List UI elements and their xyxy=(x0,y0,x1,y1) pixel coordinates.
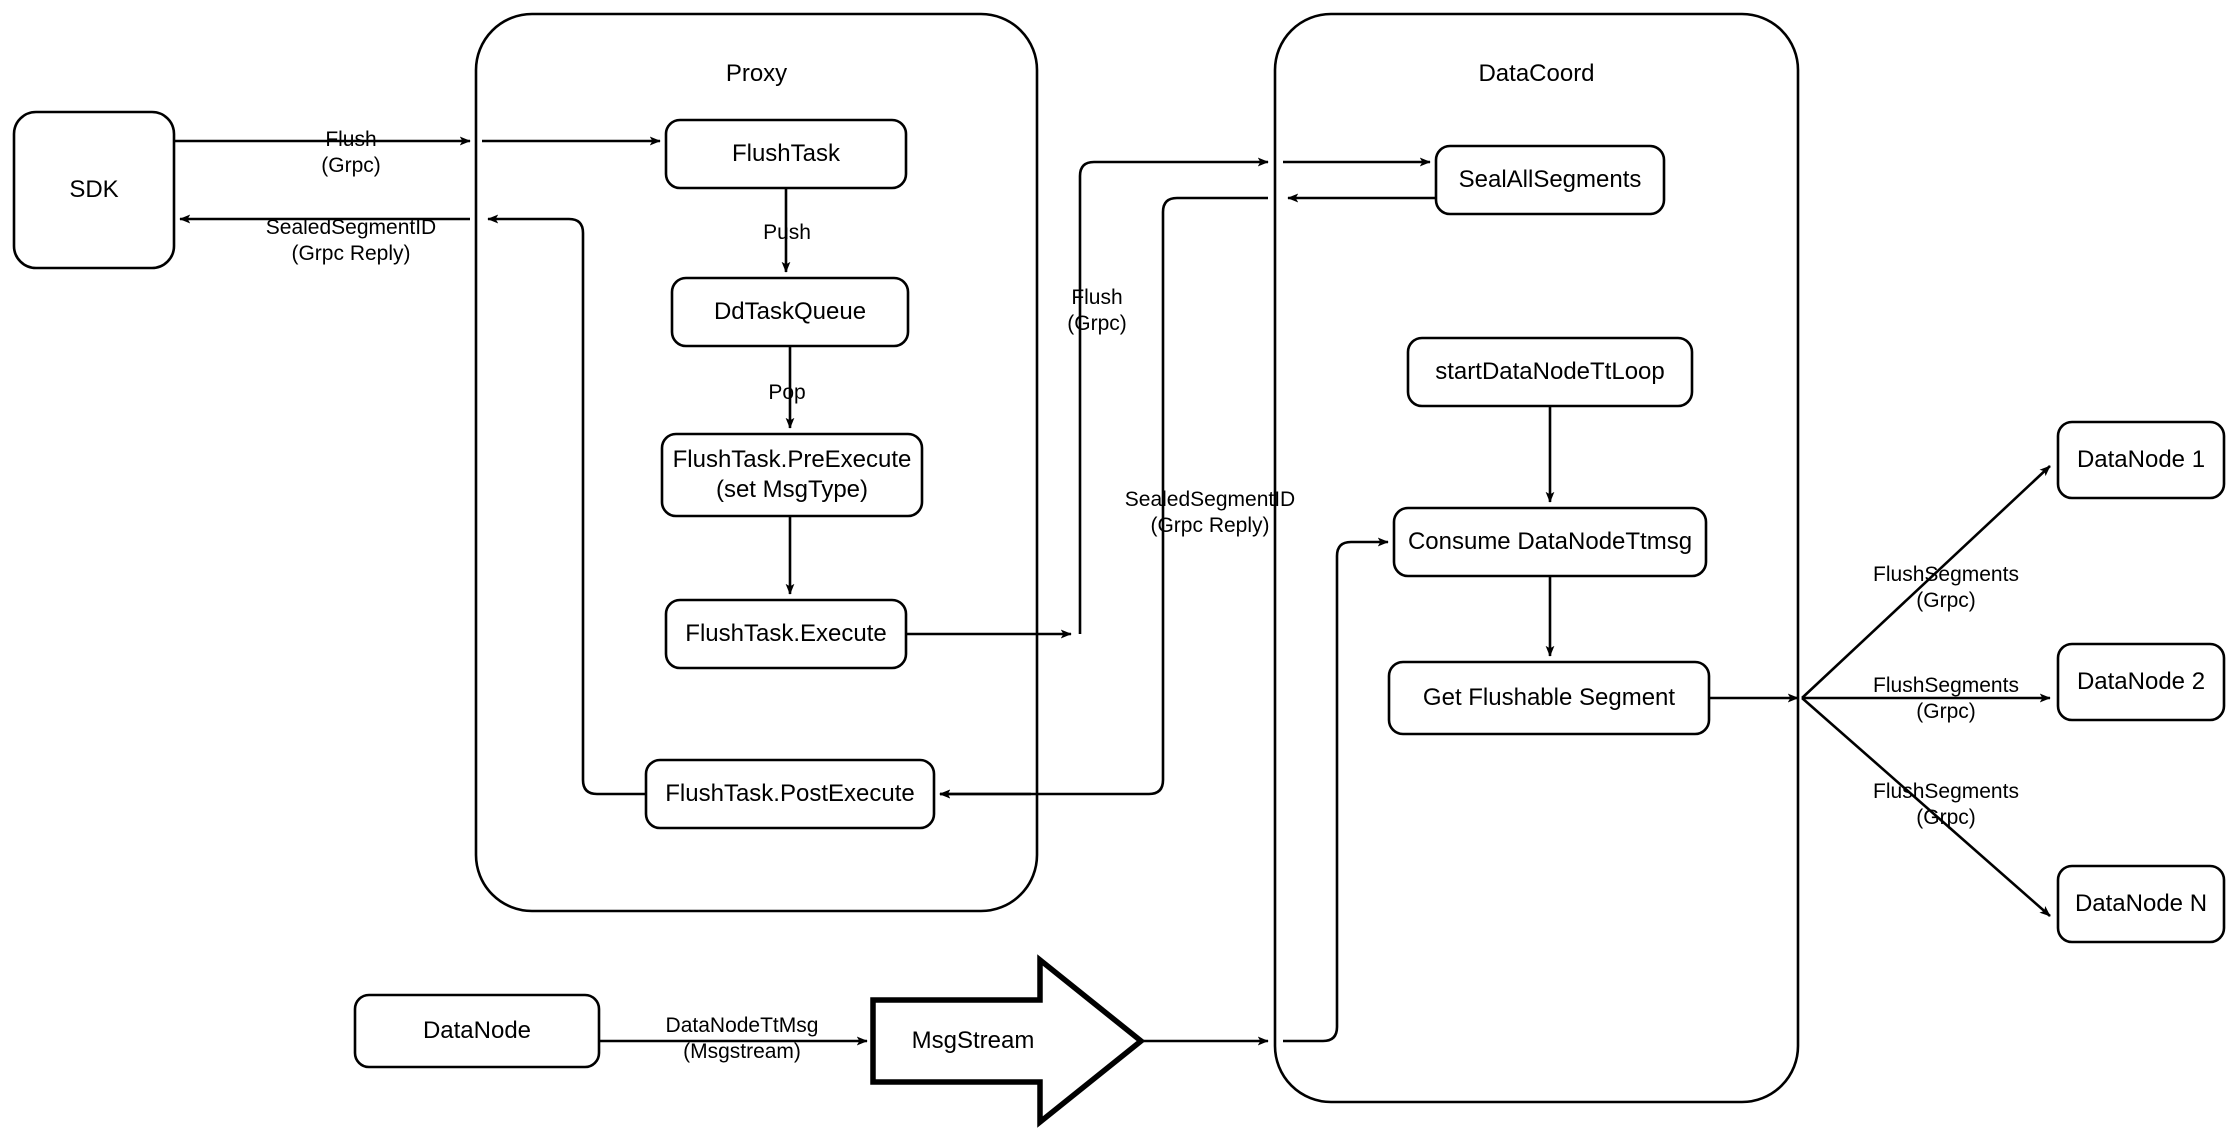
edge-postexecute-to-proxy-boundary xyxy=(487,214,646,796)
container-proxy xyxy=(474,12,1039,913)
node-flushtask-preexecute xyxy=(660,432,924,518)
edge-sealedsegmentid-reply-to-postexecute xyxy=(939,196,1268,799)
node-ddtaskqueue xyxy=(670,276,910,348)
node-datanode-1 xyxy=(2056,420,2226,500)
node-get-flushable-segment xyxy=(1387,660,1711,736)
edge-junction-to-datanode-1 xyxy=(1801,465,2051,699)
node-flushtask xyxy=(664,118,908,190)
node-flushtask-postexecute xyxy=(644,758,936,830)
node-flushtask-execute xyxy=(664,598,908,670)
node-datanode-2 xyxy=(2056,642,2226,722)
node-msgstream-arrow xyxy=(870,954,1146,1128)
node-datanode-n xyxy=(2056,864,2226,944)
edge-flush-grpc-to-datacoord xyxy=(1078,157,1269,634)
node-consume-datanodettmsg xyxy=(1392,506,1708,578)
node-datanode-source xyxy=(353,993,601,1069)
container-datacoord xyxy=(1273,12,1800,1104)
node-sealallsegments xyxy=(1434,144,1666,216)
node-sdk xyxy=(12,110,176,270)
edge-datacoord-msgstream-riser xyxy=(1283,537,1389,1043)
edge-junction-to-datanode-n xyxy=(1801,697,2051,917)
node-startdatanodettloop xyxy=(1406,336,1694,408)
